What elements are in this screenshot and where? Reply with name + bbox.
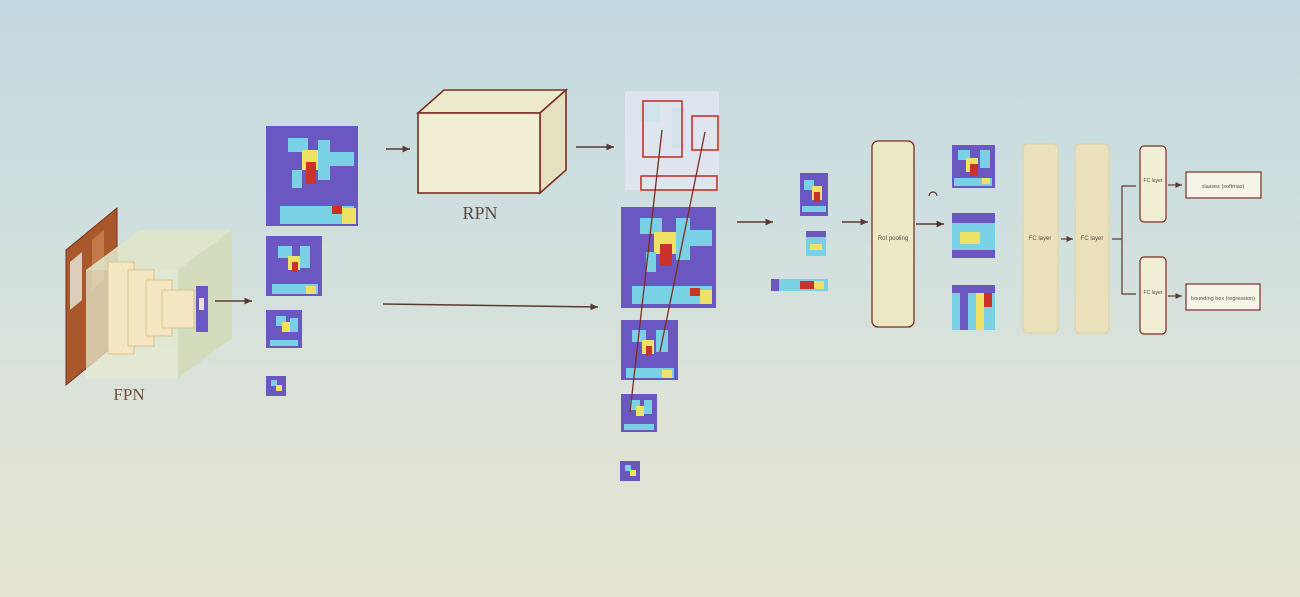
feature-map-p3 — [266, 236, 322, 296]
proposal-box-2 — [691, 115, 719, 151]
fc-head-bbox-label: FC layer — [1144, 290, 1163, 296]
fpn-image-detail — [70, 252, 82, 310]
roi-pooling-block: RoI pooling — [871, 140, 915, 328]
pooled-map-3 — [952, 285, 995, 330]
crop-1 — [800, 173, 828, 216]
loop-icon — [928, 191, 938, 197]
cropped-regions — [771, 173, 828, 291]
proposal-map-p2 — [621, 207, 716, 308]
rpn-box: RPN — [415, 88, 569, 223]
crop-2 — [806, 231, 826, 256]
crop-3 — [771, 279, 828, 291]
proposal-map-p5 — [620, 461, 640, 481]
fc-layer-2: FC layer — [1074, 143, 1110, 334]
proposal-feature-maps — [620, 129, 716, 481]
feature-map-p4 — [266, 310, 302, 348]
roi-pooling-label: RoI pooling — [878, 236, 908, 242]
proposal-box-1 — [642, 100, 683, 158]
output-bbox: bounding box (regression) — [1185, 283, 1261, 311]
feature-maps-column — [266, 126, 358, 396]
projection-line-1 — [629, 129, 663, 413]
fc-head-bbox: FC layer — [1139, 256, 1167, 335]
output-classes-label: classes (softmax) — [1202, 184, 1245, 190]
output-classes: classes (softmax) — [1185, 171, 1262, 199]
fpn-block: FPN — [65, 206, 232, 404]
arrow-maps-to-proposals — [382, 303, 599, 311]
fpn-label: FPN — [113, 385, 144, 404]
fpn-layer-4 — [161, 289, 195, 329]
region-proposals — [625, 91, 719, 191]
rpn-label: RPN — [462, 203, 497, 223]
fc-layer-1: FC layer — [1022, 143, 1059, 334]
branch-connector — [1112, 185, 1136, 295]
feature-map-p2 — [266, 126, 358, 226]
feature-map-p5 — [266, 376, 286, 396]
projection-line-2 — [659, 131, 706, 353]
proposal-map-p3 — [621, 320, 678, 380]
fc-layer-2-label: FC layer — [1081, 236, 1104, 242]
fpn-box-top — [86, 230, 232, 270]
proposal-map-p4 — [621, 394, 657, 432]
pooled-maps — [952, 145, 995, 330]
fpn-output-detail — [199, 298, 204, 310]
proposal-box-3 — [640, 175, 718, 191]
fc-head-classes: FC layer — [1139, 145, 1167, 223]
pooled-map-2 — [952, 213, 995, 258]
pooled-map-1 — [952, 145, 995, 188]
output-bbox-label: bounding box (regression) — [1191, 296, 1255, 302]
fc-head-classes-label: FC layer — [1144, 178, 1163, 184]
fc-layer-1-label: FC layer — [1029, 236, 1052, 242]
